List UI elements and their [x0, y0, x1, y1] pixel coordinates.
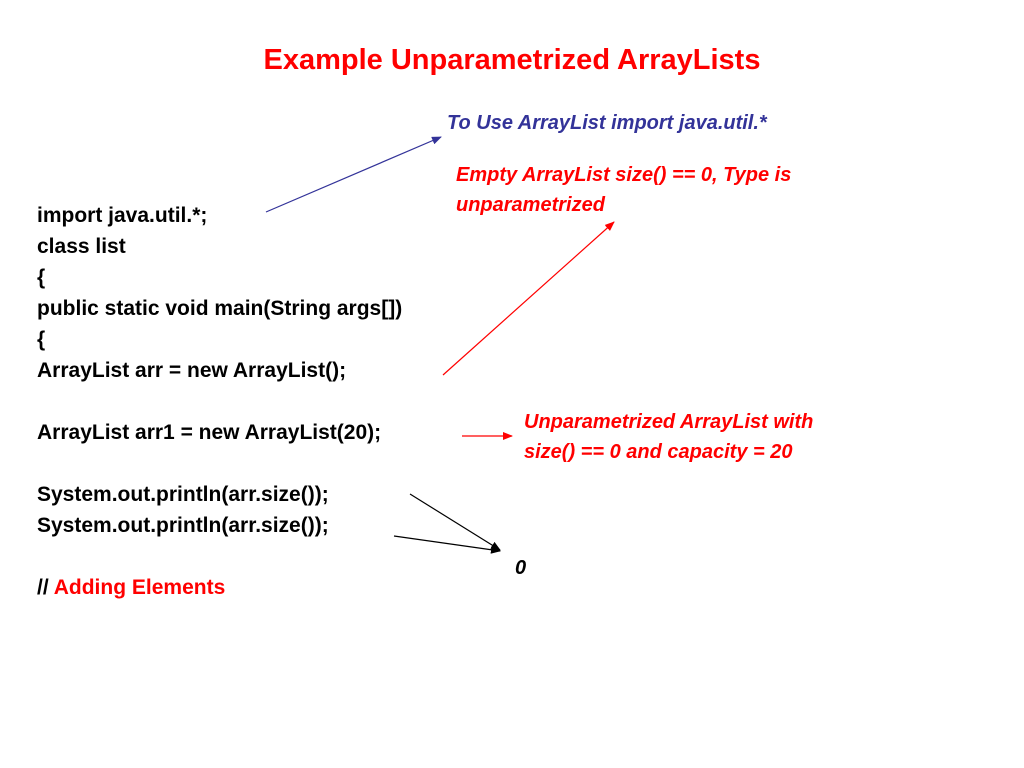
code-line: ArrayList arr1 = new ArrayList(20);: [37, 421, 382, 444]
code-block: import java.util.*; class list { public …: [37, 200, 402, 603]
output-arrow-2: [393, 535, 501, 554]
comment-slashes: //: [37, 576, 49, 599]
empty-note-line1: Empty ArrayList size() == 0, Type is: [456, 164, 792, 186]
slide-title: Example Unparametrized ArrayLists: [263, 44, 761, 76]
code-line: ArrayList arr = new ArrayList();: [37, 359, 347, 382]
code-line: import java.util.*;: [37, 204, 208, 227]
capacity-note-line1: Unparametrized ArrayList with: [524, 411, 814, 433]
capacity-note-line2: size() == 0 and capacity = 20: [524, 441, 793, 463]
empty-note-line2: unparametrized: [456, 194, 605, 216]
import-note: To Use ArrayList import java.util.*: [447, 112, 767, 134]
code-line: System.out.println(arr.size());: [37, 483, 329, 506]
code-line: System.out.println(arr.size());: [37, 514, 329, 537]
comment-text: Adding Elements: [53, 576, 226, 599]
code-line: {: [37, 328, 46, 351]
output-arrow-1: [409, 493, 501, 551]
code-line: {: [37, 266, 46, 289]
code-comment-line: // Adding Elements: [37, 572, 402, 603]
capacity-note: Unparametrized ArrayList with size() == …: [524, 407, 813, 467]
empty-arraylist-arrow: [442, 221, 615, 376]
output-value: 0: [515, 557, 527, 579]
empty-arraylist-note: Empty ArrayList size() == 0, Type is unp…: [456, 160, 791, 220]
code-line: public static void main(String args[]): [37, 297, 403, 320]
code-line: class list: [37, 235, 126, 258]
import-arrow: [265, 136, 442, 213]
